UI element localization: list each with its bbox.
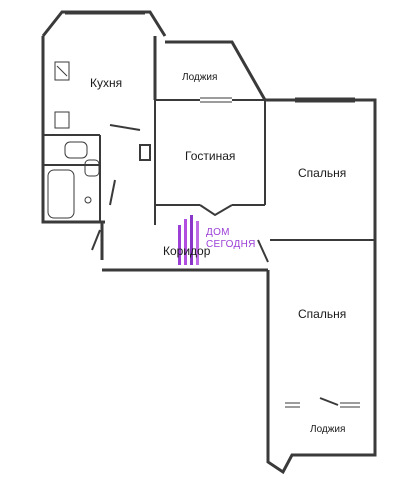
watermark-line1: ДОМ — [206, 227, 230, 238]
loggia-top-wall — [165, 40, 267, 101]
stove-icon — [54, 61, 70, 81]
bathtub-icon — [47, 169, 75, 219]
loggia-bottom-wall — [266, 405, 377, 475]
inner-walls — [43, 99, 375, 406]
windows — [65, 13, 360, 408]
kitchen-bay-wall — [41, 10, 167, 37]
washbasin-icon — [84, 159, 100, 177]
fixtures — [47, 61, 100, 219]
room-label-living: Гостиная — [185, 149, 236, 163]
room-label-corridor: Коридор — [163, 244, 211, 258]
room-label-bedroom-2: Спальня — [298, 307, 347, 321]
room-label-bedroom-1: Спальня — [298, 166, 347, 180]
watermark-line2: СЕГОДНЯ — [206, 239, 256, 250]
room-label-kitchen: Кухня — [90, 76, 123, 90]
toilet-icon — [64, 141, 88, 159]
room-label-loggia-bottom: Лоджия — [310, 424, 346, 435]
logo-bars-icon — [178, 215, 199, 265]
outer-walls — [41, 10, 377, 475]
sink-icon — [54, 111, 70, 129]
room-label-loggia-top: Лоджия — [182, 72, 218, 83]
watermark-logo: ДОМ СЕГОДНЯ — [178, 215, 255, 265]
